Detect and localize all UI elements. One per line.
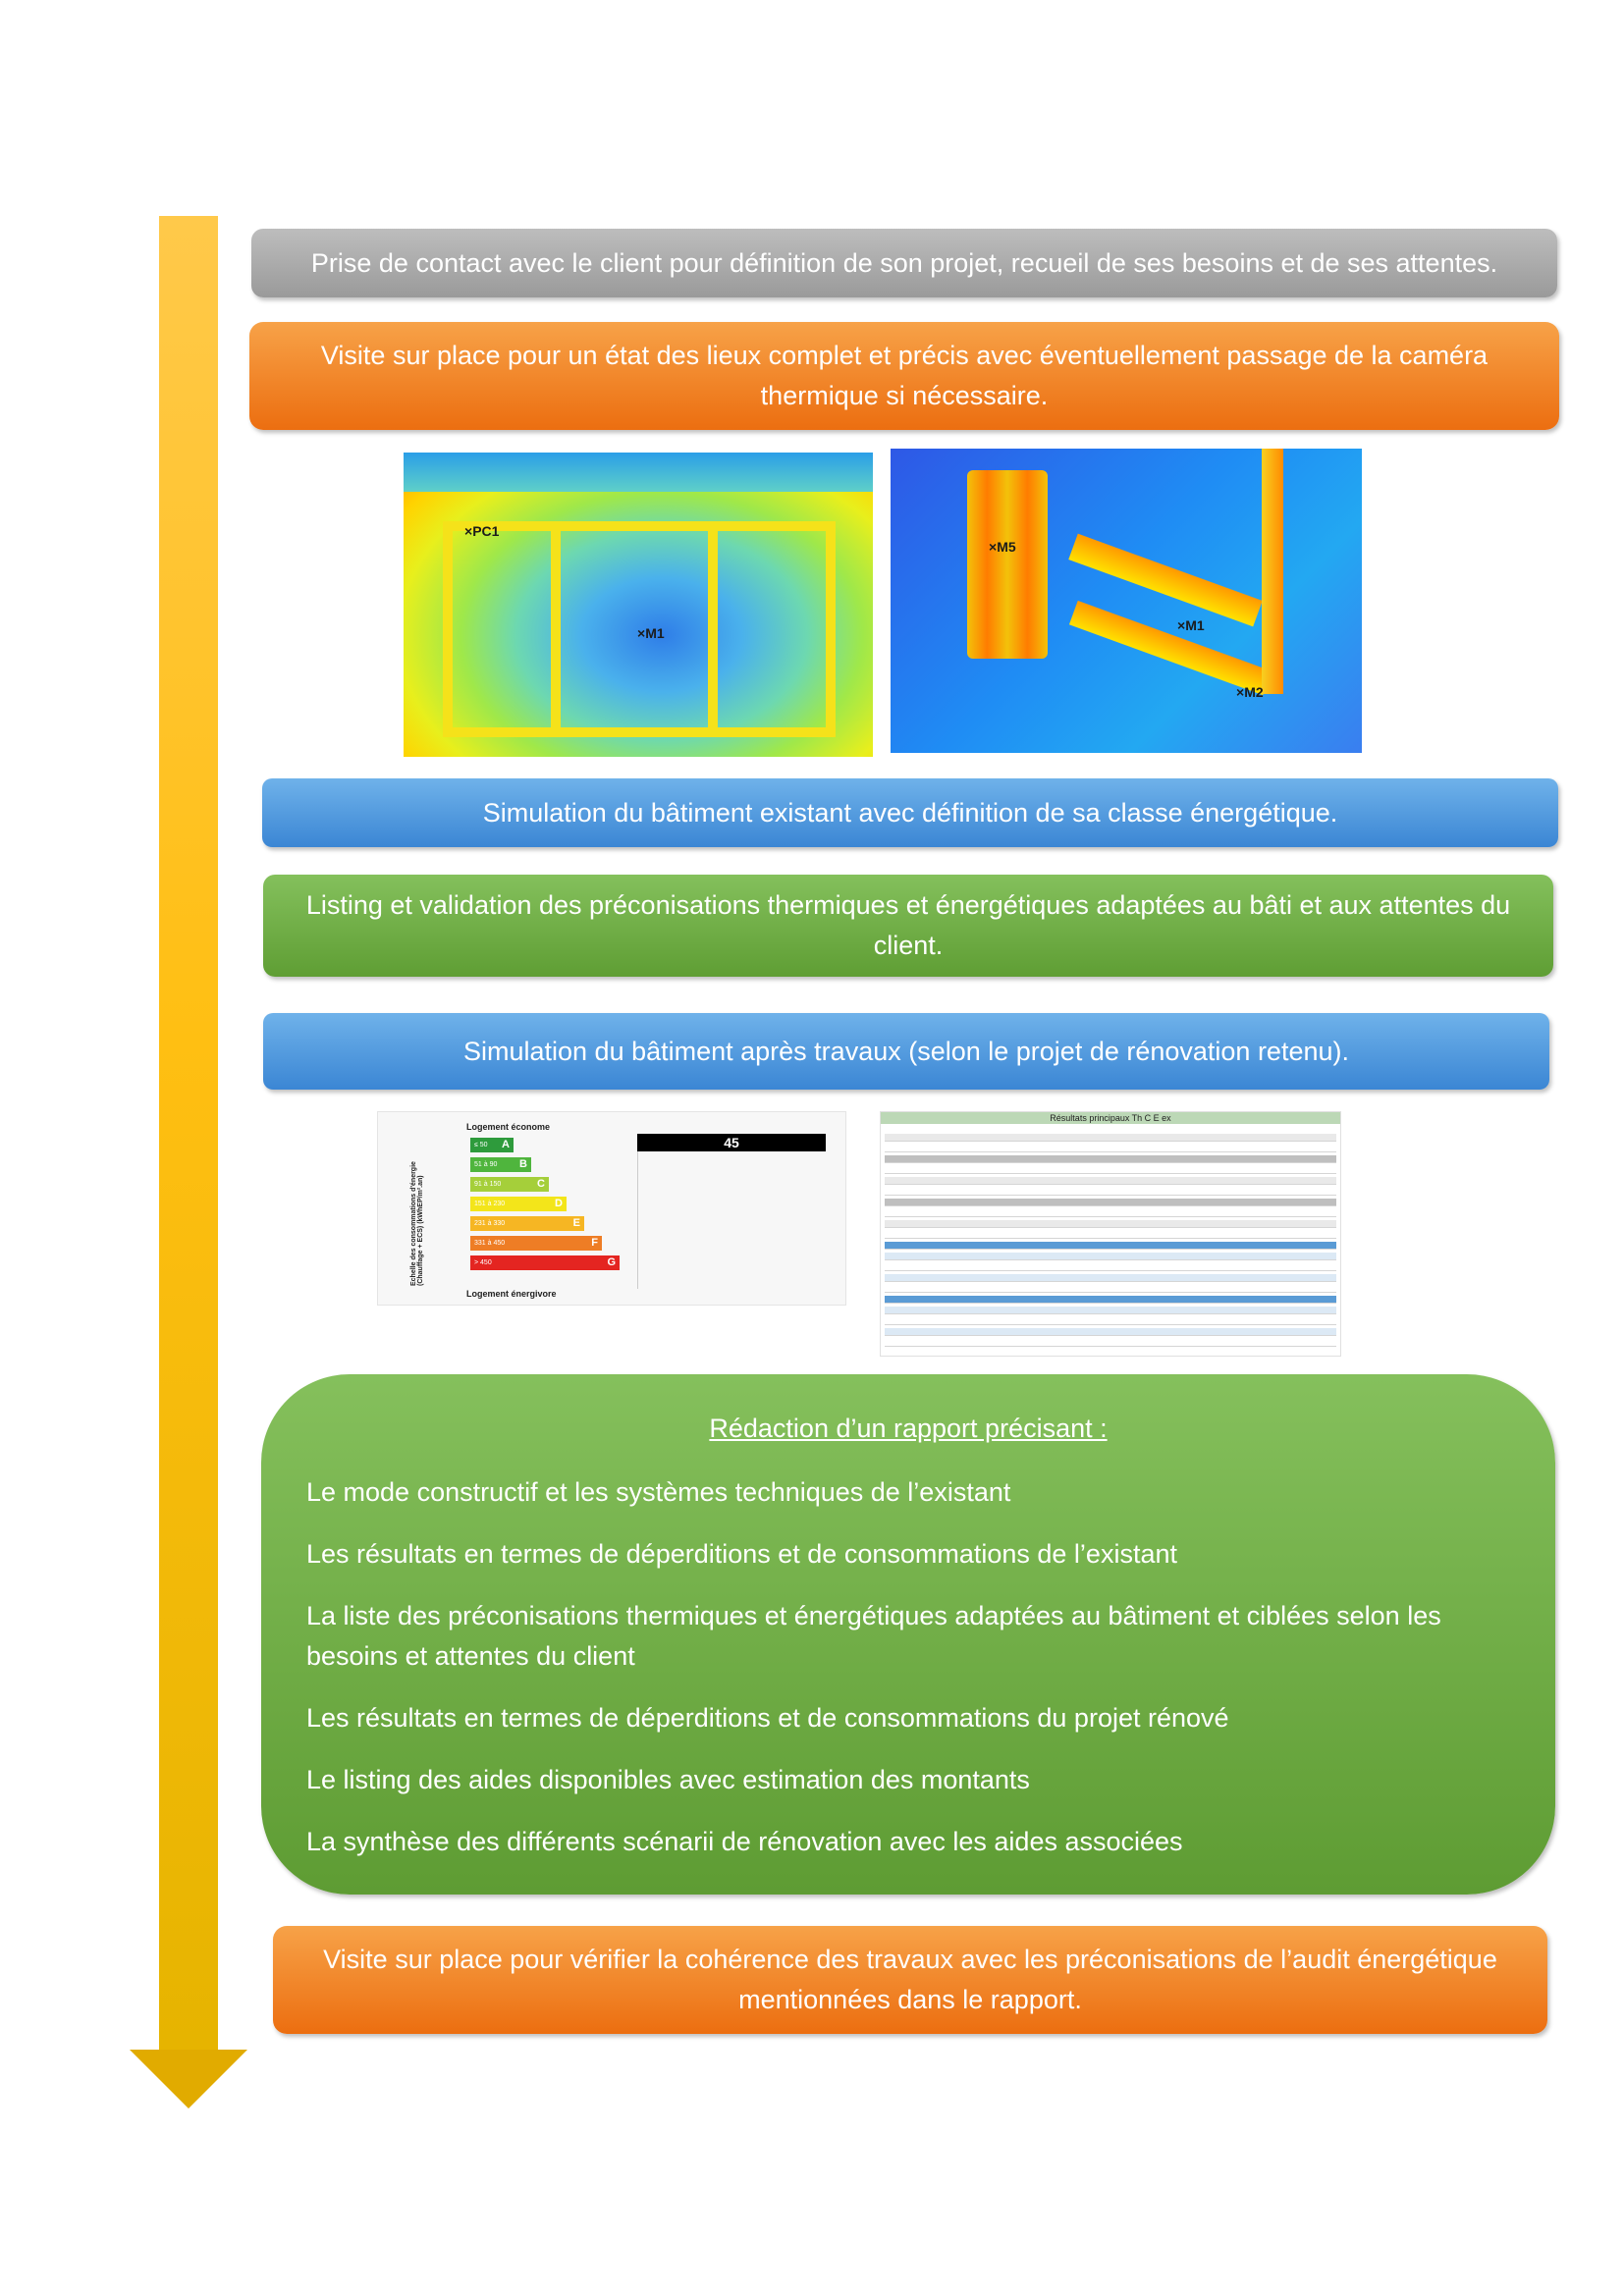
report-item: La synthèse des différents scénarii de r…	[306, 1827, 1183, 1856]
energy-bar-letter: G	[607, 1256, 616, 1268]
step-site-visit: Visite sur place pour un état des lieux …	[249, 322, 1559, 430]
table-row	[885, 1145, 1336, 1152]
energy-bar-range: ≤ 50	[474, 1142, 488, 1148]
thermal-image-window: ×PC1 ×M1	[404, 453, 873, 757]
step-contact: Prise de contact avec le client pour déf…	[251, 229, 1557, 297]
table-row	[885, 1188, 1336, 1196]
report-list: Le mode constructif et les systèmes tech…	[306, 1472, 1506, 1884]
scale-caption: Echelle des consommations d'énergie (Cha…	[410, 1161, 424, 1286]
table-row	[885, 1296, 1336, 1304]
energy-bar-letter: A	[502, 1139, 510, 1150]
table-row	[885, 1339, 1336, 1347]
energy-bar-b: 51 à 90 B	[470, 1157, 531, 1172]
report-item: Les résultats en termes de déperditions …	[306, 1539, 1177, 1569]
energy-bar-c: 91 à 150 C	[470, 1177, 549, 1192]
energy-bar-range: 231 à 330	[474, 1220, 506, 1227]
step-final-visit: Visite sur place pour vérifier la cohére…	[273, 1926, 1547, 2034]
timeline-arrow-head	[130, 2050, 247, 2109]
table-row	[885, 1285, 1336, 1293]
results-table-graphic: Résultats principaux Th C E ex	[880, 1111, 1341, 1357]
energy-bar-range: 151 à 230	[474, 1201, 506, 1207]
energy-bar-letter: D	[555, 1198, 563, 1209]
marker-m5: ×M5	[989, 539, 1016, 555]
table-row	[885, 1166, 1336, 1174]
value-column	[637, 1151, 827, 1289]
energy-value: 45	[637, 1134, 826, 1151]
ceiling-band	[404, 453, 873, 492]
report-block: Rédaction d’un rapport précisant : Le mo…	[261, 1374, 1555, 1895]
step-simulation-existing: Simulation du bâtiment existant avec déf…	[262, 778, 1558, 847]
wall-frame	[1262, 449, 1283, 694]
marker-pc1: ×PC1	[464, 523, 500, 539]
table-row	[885, 1155, 1336, 1163]
report-item: Les résultats en termes de déperditions …	[306, 1703, 1229, 1733]
report-item: Le listing des aides disponibles avec es…	[306, 1765, 1030, 1794]
energy-bar-f: 331 à 450 F	[470, 1236, 602, 1251]
energy-bar-a: ≤ 50 A	[470, 1138, 514, 1152]
energy-bar-letter: C	[537, 1178, 545, 1190]
report-item: Le mode constructif et les systèmes tech…	[306, 1477, 1011, 1507]
table-row	[885, 1274, 1336, 1282]
marker-m1: ×M1	[1177, 617, 1205, 633]
step-listing: Listing et validation des préconisations…	[263, 875, 1553, 977]
table-row	[885, 1242, 1336, 1250]
energy-bar-range: 331 à 450	[474, 1240, 506, 1247]
report-item: La liste des préconisations thermiques e…	[306, 1601, 1441, 1671]
energy-bar-letter: F	[591, 1237, 598, 1249]
energy-bar-letter: B	[519, 1158, 527, 1170]
table-row	[885, 1307, 1336, 1314]
energy-label-graphic: Logement économe Logement énergivore Ech…	[377, 1111, 846, 1306]
table-row	[885, 1199, 1336, 1206]
radiator-shape	[967, 470, 1048, 659]
energy-bar-d: 151 à 230 D	[470, 1197, 567, 1211]
energy-bar-letter: E	[572, 1217, 580, 1229]
marker-m2: ×M2	[1236, 684, 1264, 700]
thermal-image-radiator: ×M5 ×M1 ×M2	[891, 449, 1362, 753]
energy-bar-g: > 450 G	[470, 1255, 620, 1270]
table-row	[885, 1209, 1336, 1217]
report-title: Rédaction d’un rapport précisant :	[709, 1414, 1108, 1443]
window-mullion	[551, 531, 561, 727]
table-row	[885, 1263, 1336, 1271]
table-row	[885, 1328, 1336, 1336]
step-simulation-after: Simulation du bâtiment après travaux (se…	[263, 1013, 1549, 1090]
energy-bar-range: 51 à 90	[474, 1161, 498, 1168]
table-row	[885, 1177, 1336, 1185]
marker-m1: ×M1	[637, 625, 665, 641]
label-top-text: Logement économe	[466, 1122, 551, 1132]
energy-bar-range: > 450	[474, 1259, 492, 1266]
table-row	[885, 1220, 1336, 1228]
results-table-title: Résultats principaux Th C E ex	[881, 1112, 1340, 1124]
table-row	[885, 1231, 1336, 1239]
window-frame	[443, 521, 836, 737]
window-mullion	[708, 531, 718, 727]
energy-bar-range: 91 à 150	[474, 1181, 502, 1188]
table-row	[885, 1253, 1336, 1260]
label-bottom-text: Logement énergivore	[466, 1289, 557, 1299]
table-row	[885, 1317, 1336, 1325]
table-row	[885, 1134, 1336, 1142]
energy-bar-e: 231 à 330 E	[470, 1216, 584, 1231]
timeline-arrow-shaft	[159, 216, 218, 2052]
